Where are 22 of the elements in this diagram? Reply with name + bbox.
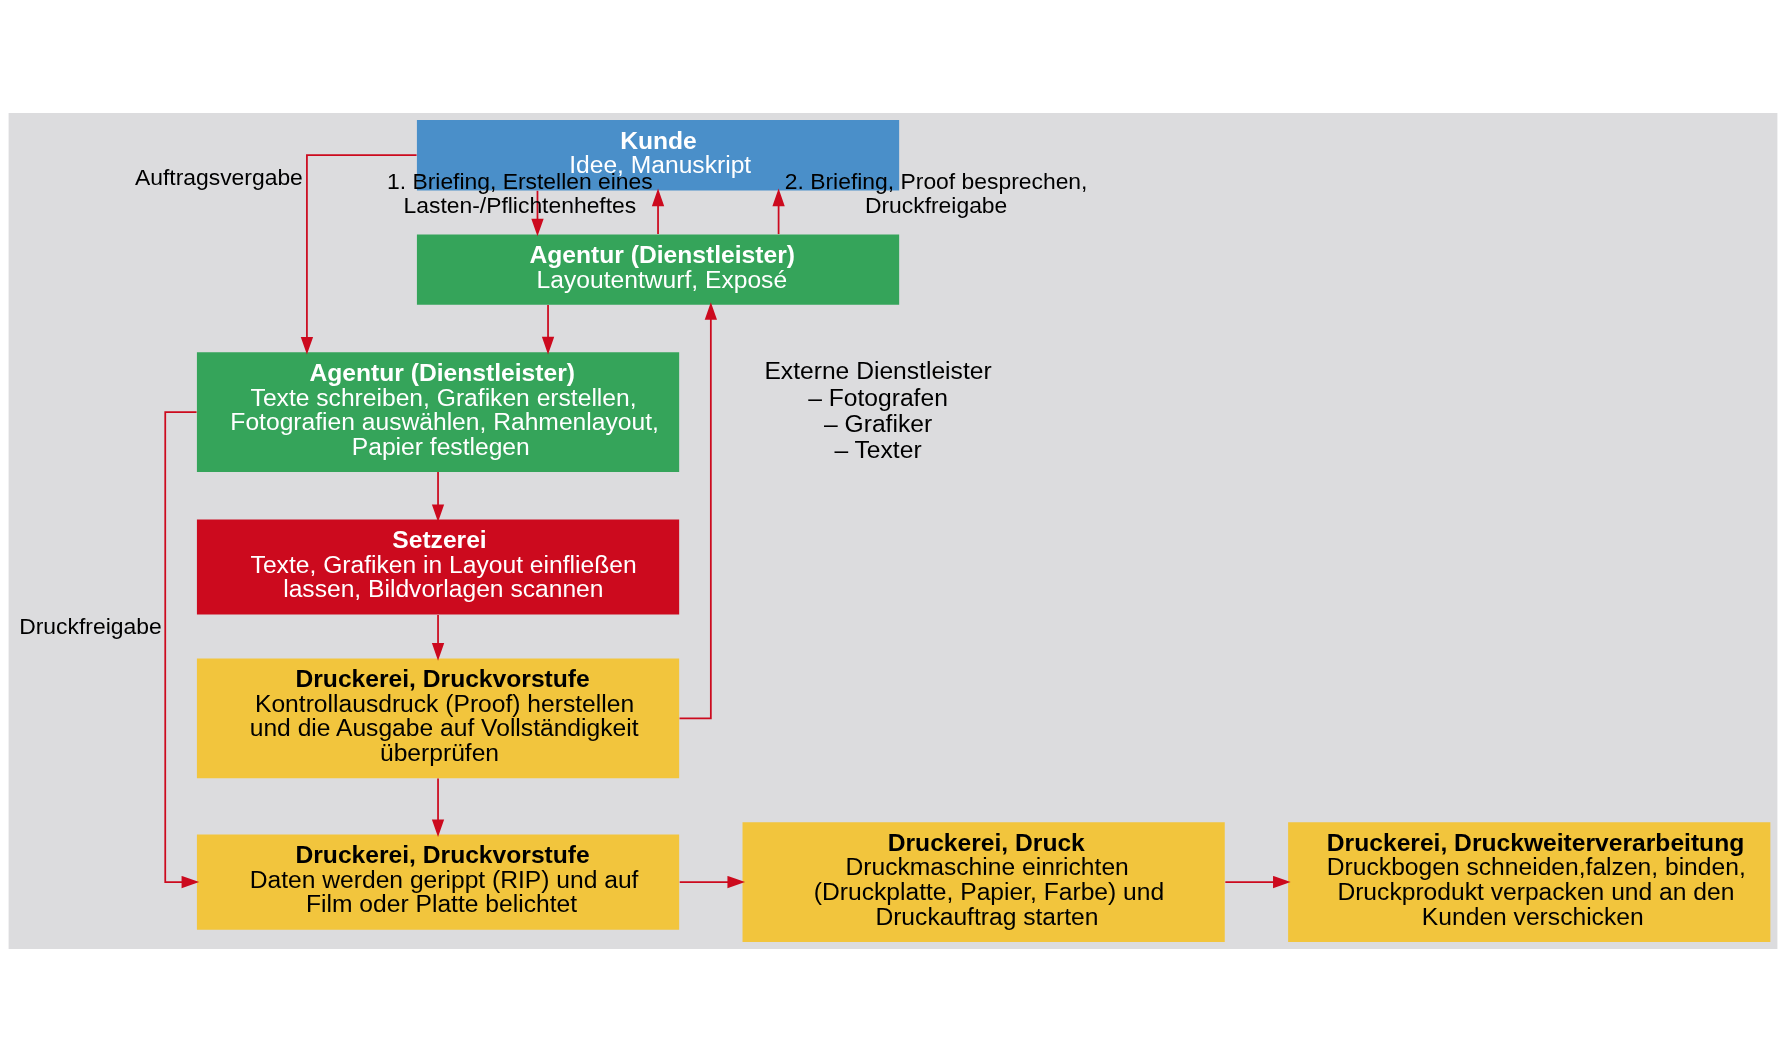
node-box: Agentur (Dienstleister) Layoutentwurf, Exposé	[416, 233, 900, 305]
arrow	[431, 613, 445, 661]
arrow	[651, 188, 665, 235]
node-box: Setzerei Texte, Grafiken in Layout einfließen lassen, Bildvorlagen scannen	[196, 519, 680, 615]
edge-label: 2. Briefing, Proof besprechen, Druckfreigabe	[784, 167, 1088, 218]
arrow	[300, 153, 418, 355]
node-box: Agentur (Dienstleister) Texte schreiben, Grafiken erstellen, Fotografien auswählen, Rahmenlayout, Papier festlegen	[196, 351, 680, 472]
arrow	[431, 777, 445, 837]
arrow	[164, 410, 200, 888]
node-box: Druckerei, Druckvorstufe Daten werden gerippt (RIP) und auf Film oder Platte belichtet	[196, 834, 680, 930]
arrow	[678, 875, 746, 888]
arrow	[541, 303, 555, 354]
arrow	[678, 301, 717, 719]
node-box: Druckerei, Druck Druckmaschine einrichten (Druckplatte, Papier, Farbe) und Druckauftrag starten	[742, 821, 1225, 942]
node-box: Druckerei, Druckweiterverarbeitung Druckbogen schneiden,falzen, binden, Druckprodukt verpacken und an den Kunden verschicken	[1288, 821, 1771, 942]
edge-label: Druckfreigabe	[19, 612, 162, 639]
arrow	[1224, 875, 1291, 888]
label: Externe Dienstleister – Fotografen – Grafiker – Texter	[764, 356, 992, 463]
arrow	[772, 188, 785, 235]
node-box: Druckerei, Druckvorstufe Kontrollausdruck (Proof) herstellen und die Ausgabe auf Vollständigkeit überprüfen	[196, 658, 680, 778]
arrow	[431, 470, 445, 522]
edge-label: Auftragsvergabe	[134, 163, 303, 190]
